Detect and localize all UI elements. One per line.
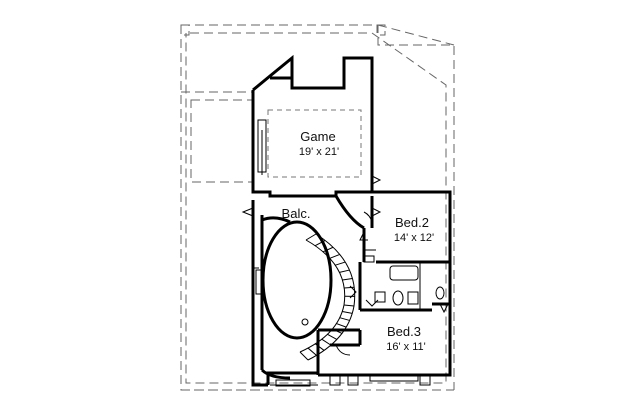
stair-tread [339, 269, 350, 273]
room-label-bed3: Bed.3 16' x 11' [386, 324, 425, 353]
stair-tread [343, 304, 355, 307]
stair-tread [315, 343, 325, 351]
bathtub [389, 265, 419, 281]
left-annex-outline [181, 91, 254, 183]
toilet-2 [435, 286, 445, 300]
bed3-dims: 16' x 11' [386, 341, 425, 353]
newel-post [301, 318, 309, 326]
bed2-dims: 14' x 12' [394, 232, 434, 244]
bed2-name: Bed.2 [395, 215, 429, 230]
room-label-game: Game 19' x 21' [299, 129, 339, 158]
toilet [392, 290, 404, 306]
roof-outline [180, 24, 455, 391]
interior-walls [316, 195, 450, 375]
stair-tread [339, 317, 350, 321]
stair-tread [305, 233, 317, 241]
balcony-name: Balc. [282, 206, 311, 221]
room-label-balcony: Balc. [282, 206, 311, 221]
curved-stair [299, 233, 356, 361]
stair-tread [322, 246, 334, 253]
stair-tread [327, 333, 338, 340]
bed3-name: Bed.3 [387, 324, 421, 339]
game-room-inset [267, 109, 362, 178]
room-label-bed2: Bed.2 14' x 12' [394, 215, 434, 244]
stair-tread [342, 277, 353, 281]
stair-tread [321, 338, 332, 346]
sink [407, 291, 419, 305]
door-marks [241, 119, 449, 387]
vanity [374, 291, 386, 303]
stair-tread [335, 261, 346, 266]
stair-tread [314, 239, 326, 247]
bath-fixtures [363, 249, 445, 306]
stair-tread [336, 323, 347, 328]
stair-tread [342, 311, 353, 314]
stair-tread [344, 286, 355, 289]
stair-tread [332, 328, 343, 334]
stair-tread [307, 347, 317, 356]
stair-tread [299, 351, 309, 361]
stair-tread [329, 253, 340, 259]
game-room-dims: 19' x 21' [299, 146, 339, 158]
oval-foyer [260, 216, 333, 380]
game-room-name: Game [300, 129, 335, 144]
